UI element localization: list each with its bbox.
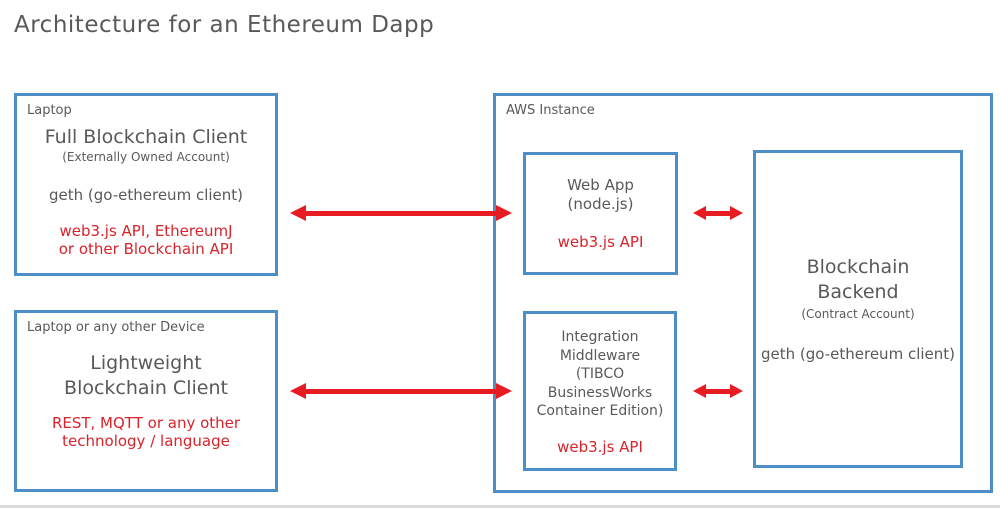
arrow-head-right-icon [496,383,512,399]
arrow-device-middleware [290,383,512,399]
arrow-laptop-webapp [290,205,512,221]
device-node-api: REST, MQTT or any other technology / lan… [51,414,241,451]
backend-node-client: geth (go-ethereum client) [761,344,955,363]
arrow-head-left-icon [693,206,706,220]
arrow-head-right-icon [730,206,743,220]
backend-node: Blockchain Backend (Contract Account) ge… [753,150,963,468]
window-edge [0,505,1000,508]
laptop-node-label: Laptop [27,103,72,118]
aws-instance-label: AWS Instance [506,103,595,118]
laptop-node-client: geth (go-ethereum client) [49,186,243,204]
arrow-head-right-icon [496,205,512,221]
webapp-node-title: Web App (node.js) [567,176,634,213]
webapp-node-api: web3.js API [557,232,644,251]
device-node-title: Lightweight Blockchain Client [64,352,228,399]
arrow-webapp-backend [693,206,743,220]
arrow-head-right-icon [730,384,743,398]
middleware-node: Integration Middleware (TIBCO BusinessWo… [523,311,677,471]
page-title: Architecture for an Ethereum Dapp [14,12,435,38]
laptop-node-title: Full Blockchain Client [44,126,248,148]
middleware-node-title: Integration Middleware (TIBCO BusinessWo… [536,329,664,420]
device-node: Laptop or any other Device Lightweight B… [14,310,278,492]
backend-node-subtitle: (Contract Account) [801,306,915,321]
backend-node-title: Blockchain Backend [806,256,910,303]
arrow-head-left-icon [290,383,306,399]
laptop-node-subtitle: (Externally Owned Account) [62,150,230,164]
arrow-head-left-icon [693,384,706,398]
laptop-node-api: web3.js API, EthereumJ or other Blockcha… [58,222,234,258]
laptop-node: Laptop Full Blockchain Client (Externall… [14,93,278,276]
arrow-head-left-icon [290,205,306,221]
device-node-label: Laptop or any other Device [27,320,205,335]
arrow-middleware-backend [693,384,743,398]
aws-instance-node: AWS Instance [493,93,993,493]
webapp-node: Web App (node.js) web3.js API [523,152,678,275]
middleware-node-api: web3.js API [557,437,643,456]
